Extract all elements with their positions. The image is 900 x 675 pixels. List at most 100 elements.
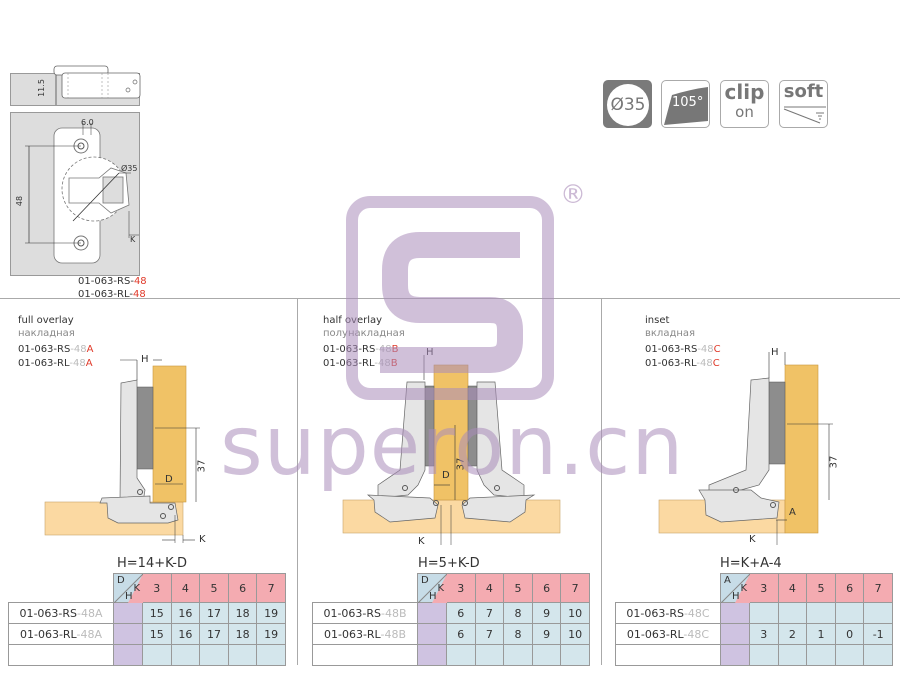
h-value bbox=[834, 644, 865, 666]
h-value: 17 bbox=[199, 602, 229, 624]
dim-k-label: K bbox=[130, 235, 136, 244]
k-header: 5 bbox=[806, 573, 836, 603]
dim-37: 37 bbox=[196, 459, 208, 473]
k-header: 4 bbox=[474, 573, 505, 603]
formula: H=5+K-D bbox=[418, 556, 480, 571]
k-header: 7 bbox=[256, 573, 286, 603]
k-header: 3 bbox=[446, 573, 476, 603]
h-value: 18 bbox=[227, 602, 258, 624]
h-value bbox=[560, 644, 590, 666]
h-value bbox=[863, 602, 893, 624]
h-value bbox=[256, 644, 286, 666]
k-header: 3 bbox=[142, 573, 172, 603]
panel-divider bbox=[297, 298, 298, 665]
hinge-side-view: 11.5 bbox=[10, 65, 141, 106]
h-value: 8 bbox=[503, 602, 533, 624]
k-header: 5 bbox=[503, 573, 533, 603]
dim-diameter-label: Ø35 bbox=[121, 164, 138, 173]
panel-title: full overlay bbox=[18, 315, 74, 326]
dim-h: H bbox=[426, 347, 434, 358]
h-value: 8 bbox=[503, 623, 533, 645]
panel-title: inset bbox=[645, 315, 670, 326]
table-row bbox=[8, 644, 286, 666]
registered-mark: ® bbox=[560, 180, 586, 210]
soft-close-icon: soft bbox=[779, 80, 828, 128]
table-row bbox=[615, 644, 893, 666]
panel-code: 01-063-RL-48A bbox=[18, 358, 93, 369]
panel-title-ru: накладная bbox=[18, 328, 75, 339]
h-value: -1 bbox=[863, 623, 893, 645]
h-value: 15 bbox=[142, 623, 172, 645]
h-value bbox=[170, 644, 201, 666]
full-overlay-drawing bbox=[44, 359, 200, 543]
dim-k: K bbox=[749, 534, 756, 545]
hinge-front-view: 6.0 Ø35 48 K bbox=[10, 112, 140, 276]
table-row: 01-063-RS-48C bbox=[615, 602, 893, 624]
panel-divider bbox=[601, 298, 602, 665]
panel-code: 01-063-RS-48A bbox=[18, 344, 94, 355]
h-value bbox=[474, 644, 505, 666]
h-value bbox=[777, 602, 808, 624]
dim-37: 37 bbox=[828, 455, 840, 469]
dim-d: D bbox=[442, 470, 450, 481]
h-value: 6 bbox=[446, 602, 476, 624]
h-value: 1 bbox=[806, 623, 836, 645]
row-label: 01-063-RL-48C bbox=[615, 623, 721, 645]
h-value bbox=[227, 644, 258, 666]
h-value: 9 bbox=[531, 623, 562, 645]
dim-a: A bbox=[789, 507, 796, 518]
k-header: 7 bbox=[560, 573, 590, 603]
h-value: 2 bbox=[777, 623, 808, 645]
h-value: 10 bbox=[560, 602, 590, 624]
row-label: 01-063-RS-48C bbox=[615, 602, 721, 624]
k-header: 5 bbox=[199, 573, 229, 603]
h-value: 6 bbox=[446, 623, 476, 645]
table-row bbox=[312, 644, 590, 666]
row-label bbox=[8, 644, 114, 666]
inset-drawing bbox=[658, 352, 833, 545]
opening-angle-icon: 105° bbox=[661, 80, 710, 128]
h-value bbox=[142, 644, 172, 666]
row-label: 01-063-RS-48A bbox=[8, 602, 114, 624]
k-header: 7 bbox=[863, 573, 893, 603]
h-value bbox=[446, 644, 476, 666]
h-value: 10 bbox=[560, 623, 590, 645]
dim-width-label: 6.0 bbox=[81, 118, 94, 127]
h-value: 16 bbox=[170, 623, 201, 645]
panel-title-ru: вкладная bbox=[645, 328, 696, 339]
dim-d: D bbox=[165, 474, 173, 485]
h-value: 19 bbox=[256, 602, 286, 624]
part-number: 01-063-RS-48 bbox=[78, 276, 147, 287]
part-number: 01-063-RL-48 bbox=[78, 289, 146, 300]
h-value: 7 bbox=[474, 623, 505, 645]
h-value bbox=[863, 644, 893, 666]
row-label: 01-063-RS-48B bbox=[312, 602, 418, 624]
h-value: 16 bbox=[170, 602, 201, 624]
formula: H=14+K-D bbox=[117, 556, 187, 571]
panel-title: half overlay bbox=[323, 315, 383, 326]
h-value: 0 bbox=[834, 623, 865, 645]
dim-spacing-label: 48 bbox=[15, 195, 25, 207]
dim-37: 37 bbox=[455, 457, 467, 471]
h-value bbox=[806, 602, 836, 624]
h-value bbox=[199, 644, 229, 666]
h-value bbox=[531, 644, 562, 666]
front-view-drawing bbox=[25, 123, 139, 264]
clip-on-icon: clip on bbox=[720, 80, 769, 128]
h-value: 15 bbox=[142, 602, 172, 624]
h-value bbox=[834, 602, 865, 624]
panel-title-ru: полунакладная bbox=[323, 328, 405, 339]
k-header: 4 bbox=[170, 573, 201, 603]
